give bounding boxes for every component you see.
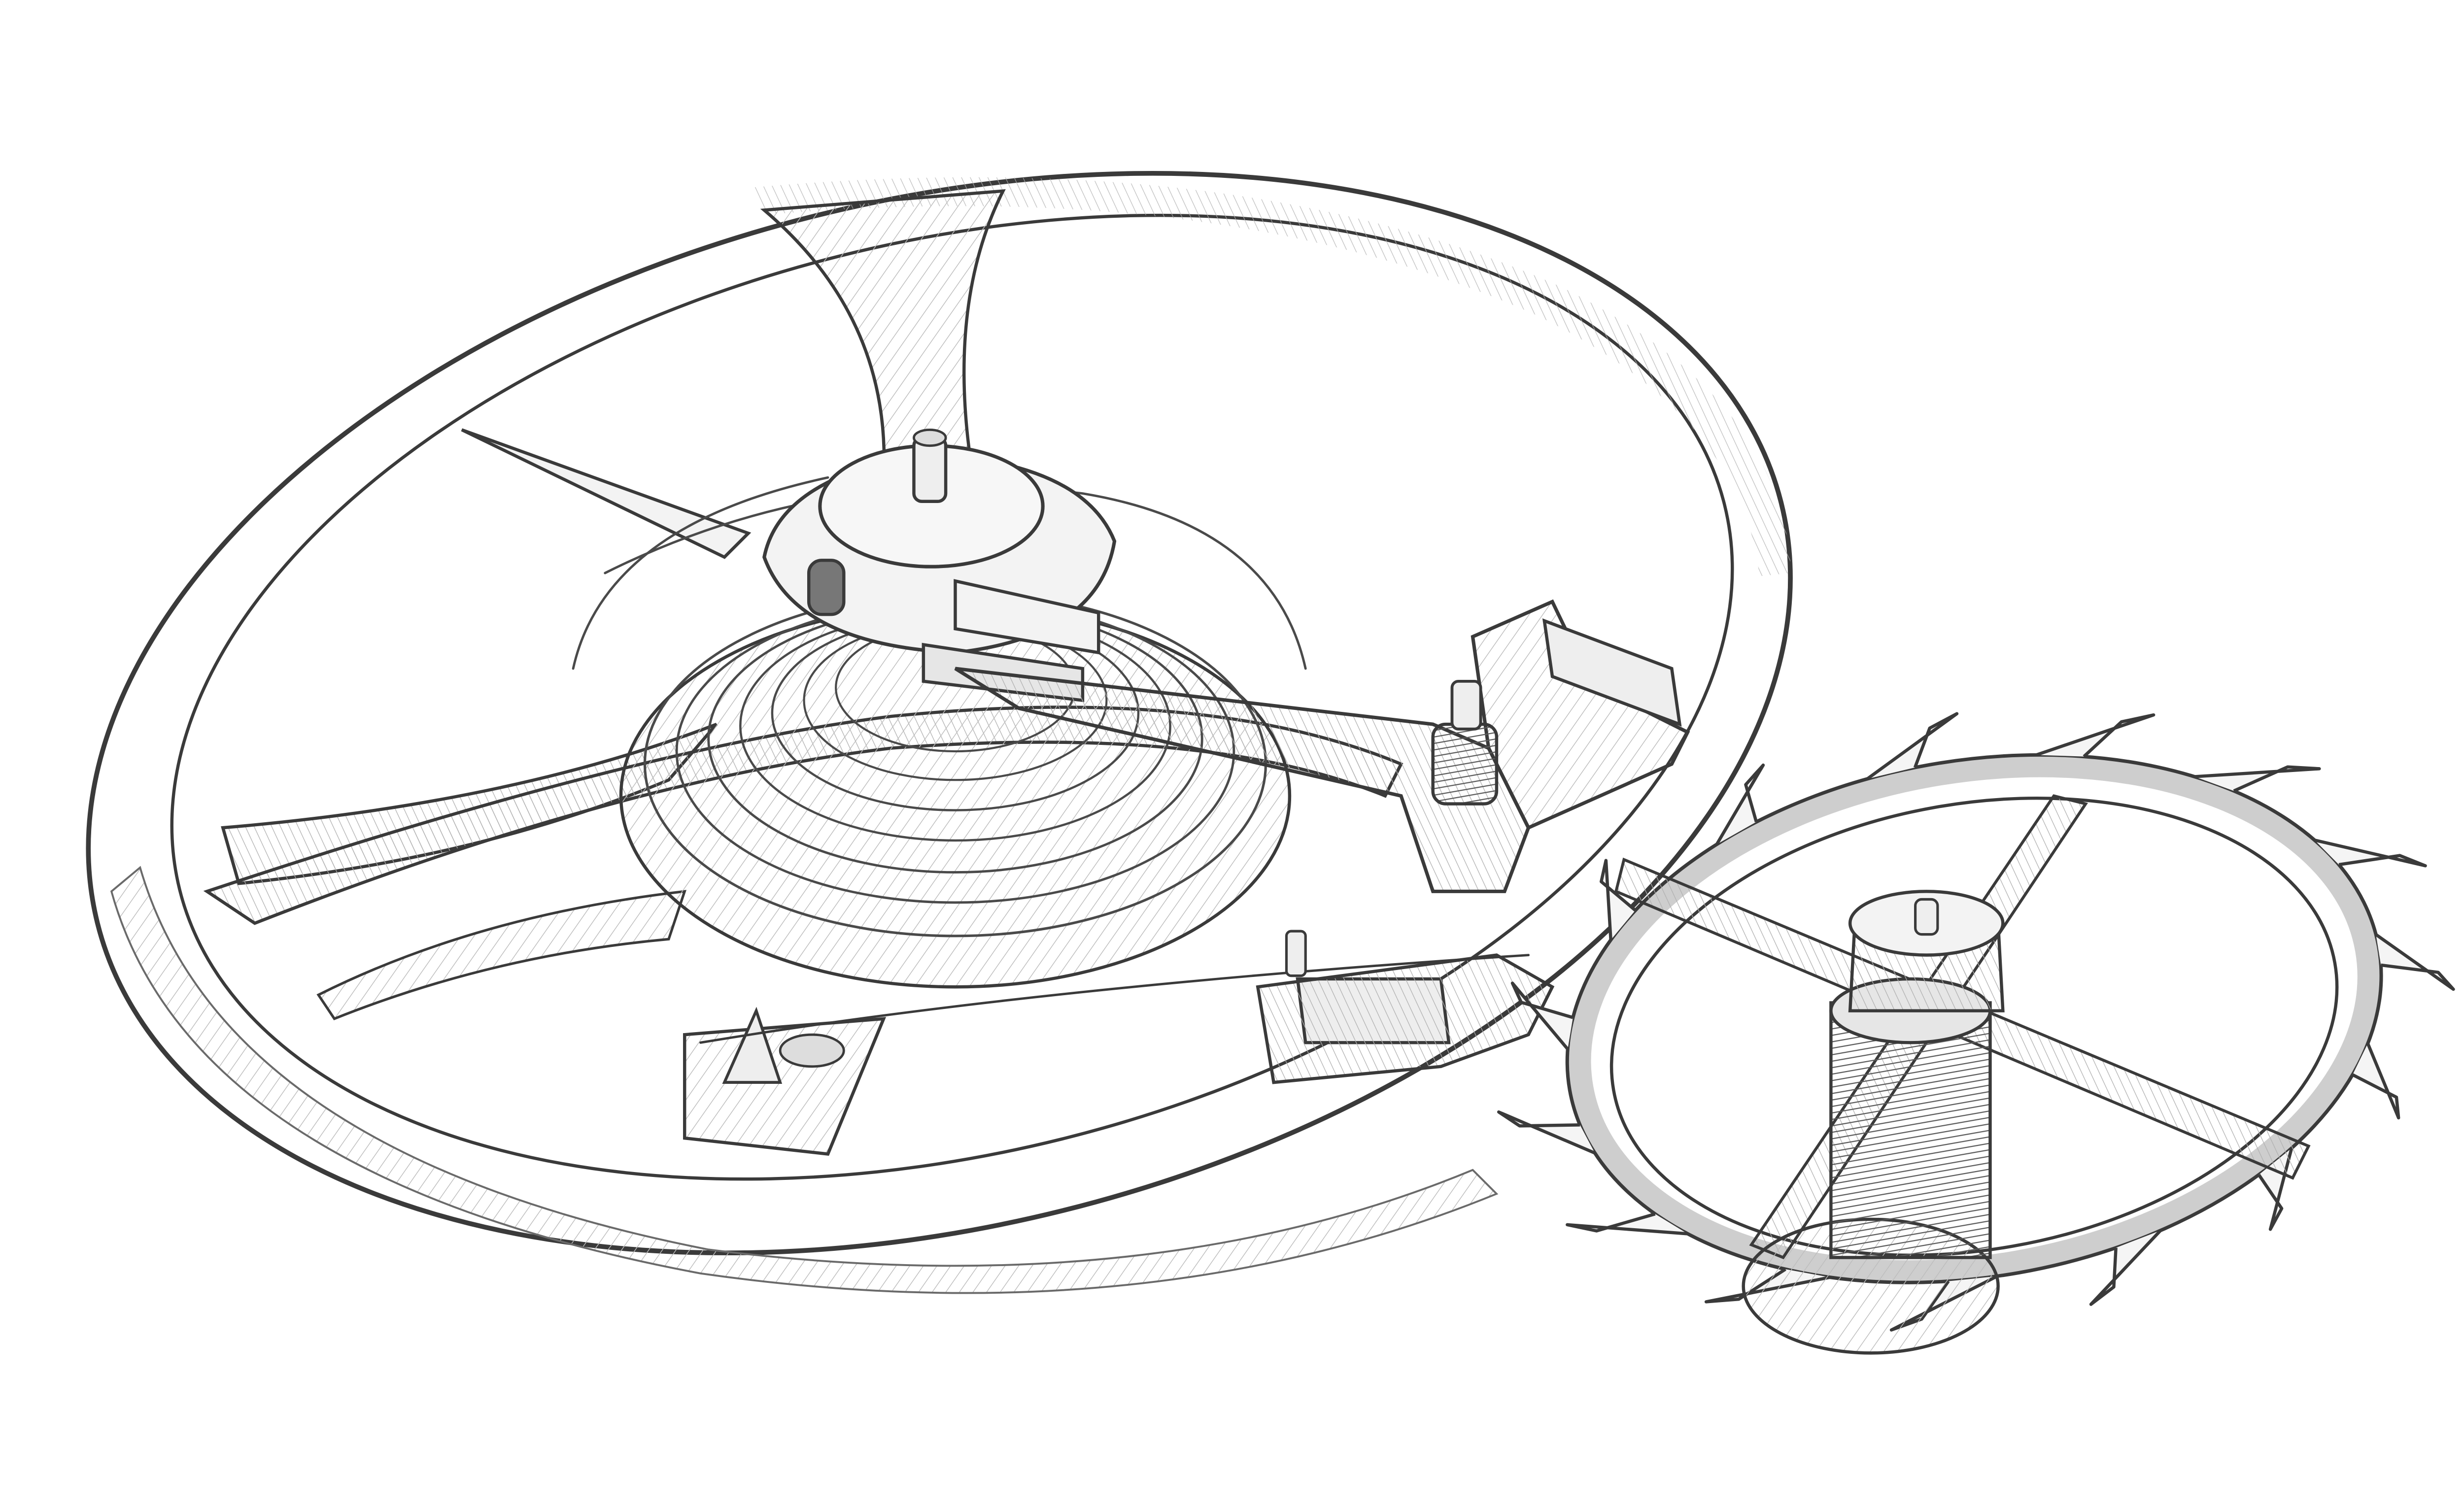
impulse-pin	[807, 559, 846, 616]
escape-wheel-tooth	[2375, 933, 2455, 991]
balance-pointer-left	[461, 428, 752, 559]
regulator-stud	[683, 954, 1530, 1156]
balance-arm-bottom	[316, 890, 686, 1021]
escape-wheel-tooth	[1510, 981, 1574, 1050]
escape-wheel-tooth	[2314, 838, 2427, 868]
escape-wheel-tooth	[1497, 1110, 1596, 1155]
escape-wheel-tooth	[2194, 765, 2321, 793]
escape-wheel-rim	[1569, 755, 2380, 1283]
balance-arm-top	[760, 189, 1006, 480]
escape-wheel-tooth	[1715, 763, 1765, 845]
escape-wheel-tooth	[1566, 1212, 1688, 1236]
escape-wheel-tooth	[1866, 712, 1959, 780]
escape-wheel-tooth	[2089, 1229, 2162, 1306]
escape-wheel-pinion	[1742, 890, 2005, 1355]
balance-rim-thickness	[110, 866, 1499, 1294]
banking-pin	[1285, 930, 1307, 977]
escape-wheel-tooth	[2352, 1042, 2400, 1120]
pallet-arbor	[1431, 722, 1499, 805]
pallet-stone-entry	[1542, 618, 1682, 727]
staff-pivot	[912, 436, 948, 503]
escape-wheel-tooth	[2035, 713, 2156, 758]
escape-wheel-tooth	[1600, 859, 1637, 940]
balance-rim-top-band	[748, 177, 1791, 576]
pallet-fork	[954, 599, 1690, 1084]
